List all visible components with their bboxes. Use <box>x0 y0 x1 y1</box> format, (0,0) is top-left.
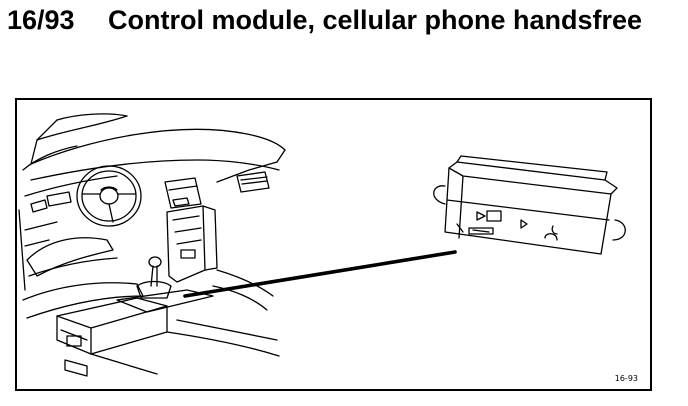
leader-line <box>183 250 457 298</box>
component-name: Control module, cellular phone handsfree <box>108 5 643 35</box>
centre-console <box>164 177 218 283</box>
control-module <box>433 155 626 255</box>
header: 16/93 Control module, cellular phone han… <box>7 4 677 76</box>
gear-lever <box>116 256 214 313</box>
steering-wheel <box>76 165 142 227</box>
figure-reference-code: 16-93 <box>614 374 638 383</box>
dashboard <box>22 113 286 213</box>
illustration-drawing <box>18 113 626 377</box>
seats <box>18 209 274 319</box>
rear-console <box>56 297 280 377</box>
technical-illustration: 16-93 <box>15 98 652 391</box>
component-number: 16/93 <box>7 5 75 35</box>
